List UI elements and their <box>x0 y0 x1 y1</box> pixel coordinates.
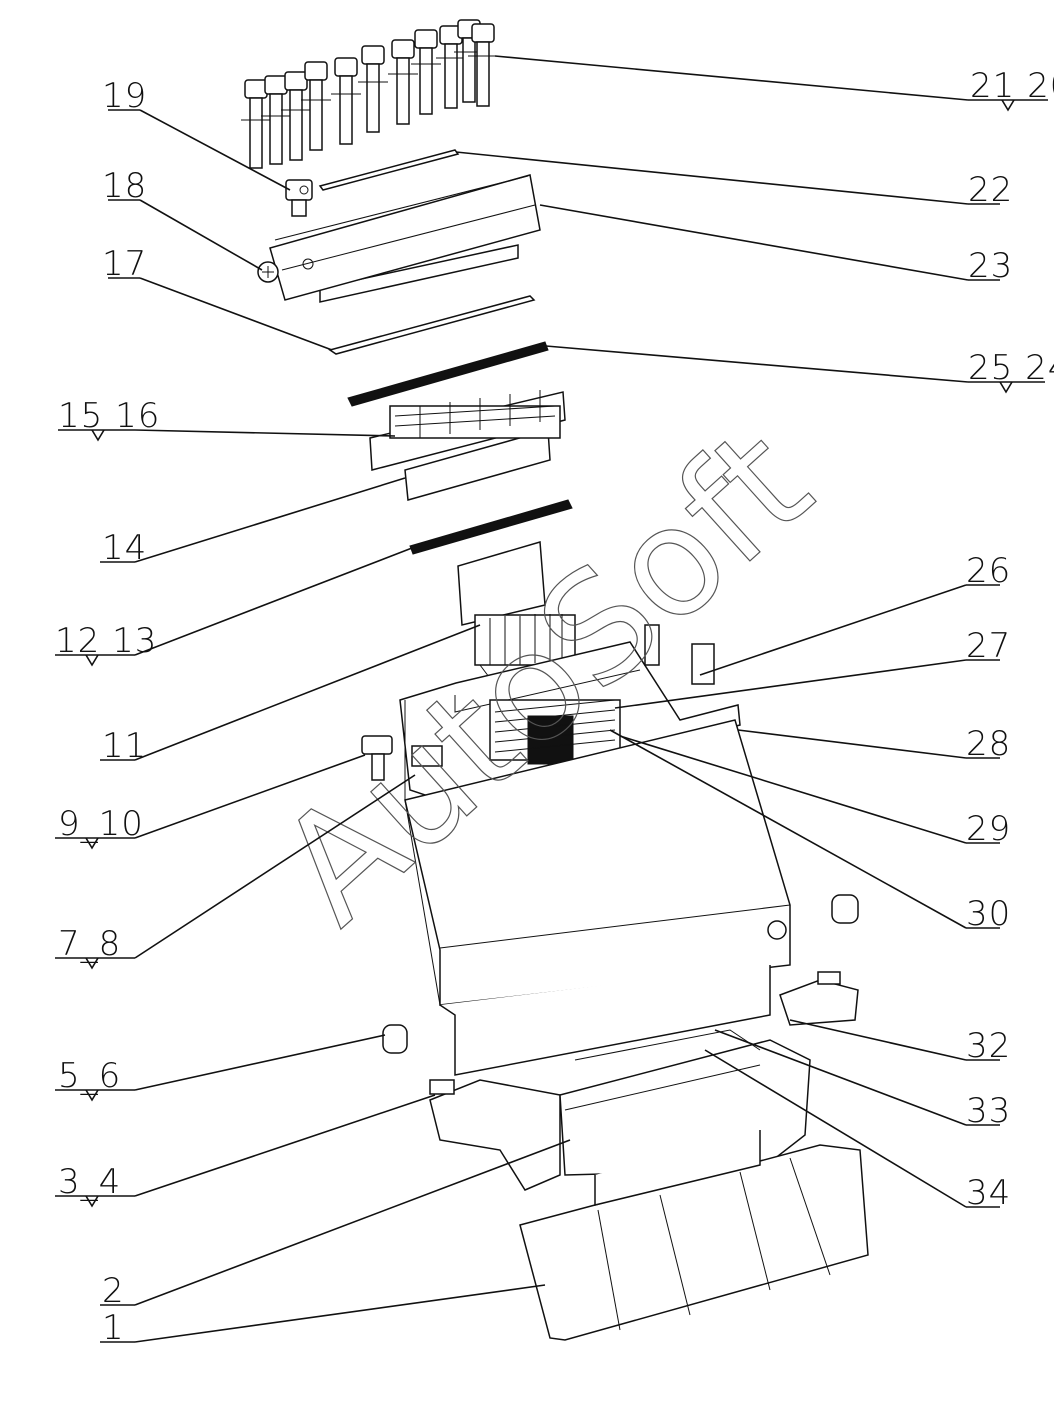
upper-housing <box>361 624 741 816</box>
parts-illustration <box>241 19 869 1341</box>
callout-32: 32 <box>966 1026 1011 1066</box>
callout-18: 18 <box>102 166 147 206</box>
callout-22: 22 <box>968 170 1013 210</box>
part-22-shim <box>318 149 460 191</box>
callout-23: 23 <box>968 246 1013 286</box>
callout-19: 19 <box>102 76 147 116</box>
leader-lines <box>55 55 1048 1343</box>
callout-1: 1 <box>102 1308 125 1348</box>
part-15-16-clutch-pack <box>369 390 566 501</box>
callout-2: 2 <box>102 1271 125 1311</box>
callout-29: 29 <box>966 809 1011 849</box>
callout-30: 30 <box>966 894 1011 934</box>
part-11-gear-shaft <box>457 541 576 686</box>
callout-11: 11 <box>102 726 147 766</box>
callout-7-8: 7_8 <box>58 924 121 964</box>
bolt-set-21-20 <box>241 19 498 169</box>
callout-3-4: 3_4 <box>58 1162 121 1202</box>
main-body <box>382 719 859 1076</box>
callout-17: 17 <box>102 244 147 284</box>
callout-25-24: 25 24 <box>968 348 1054 388</box>
callout-28: 28 <box>966 724 1011 764</box>
part-24-25-spring <box>347 341 549 407</box>
callout-labels: 19 18 17 15 16 14 12 13 11 9_10 7_8 5_6 … <box>55 66 1054 1348</box>
callout-26: 26 <box>966 551 1011 591</box>
callout-5-6: 5_6 <box>58 1056 121 1096</box>
part-12-13-spring <box>409 499 573 555</box>
callout-12-13: 12 13 <box>55 621 157 661</box>
callout-14: 14 <box>102 528 147 568</box>
part-1-motor <box>519 1130 869 1341</box>
callout-21-20: 21 20 <box>970 66 1054 106</box>
part-23-ring <box>257 174 541 303</box>
callout-33: 33 <box>966 1091 1011 1131</box>
part-17-ring <box>328 295 536 355</box>
part-19-pin <box>285 179 313 217</box>
callout-27: 27 <box>966 626 1011 666</box>
callout-34: 34 <box>966 1173 1011 1213</box>
callout-15-16: 15 16 <box>58 396 160 436</box>
callout-9-10: 9_10 <box>58 804 144 844</box>
